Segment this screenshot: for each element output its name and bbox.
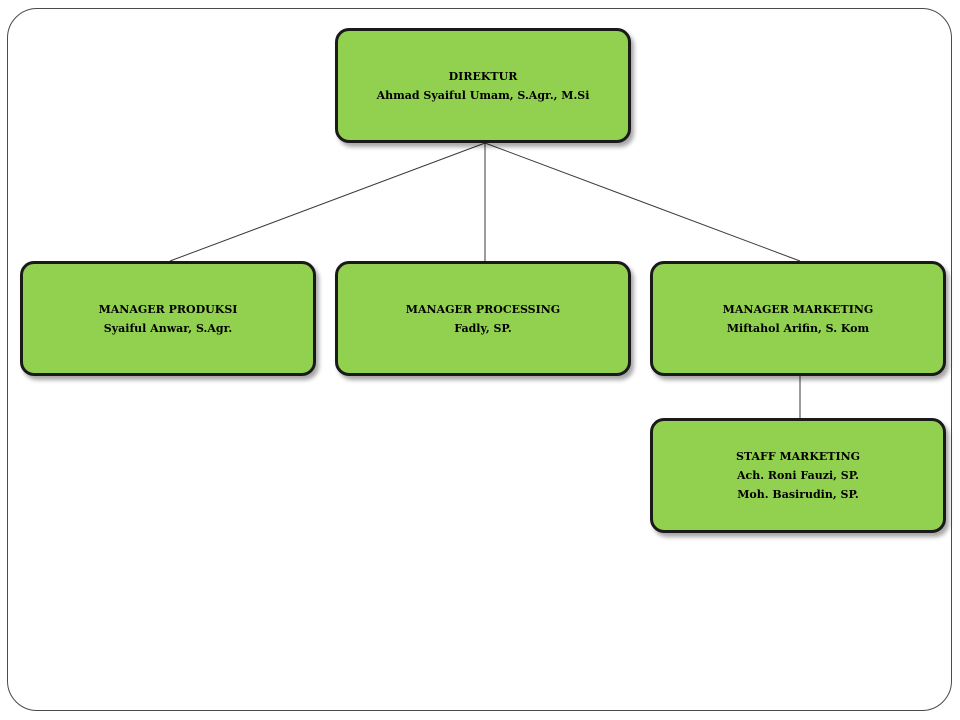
- node-title: MANAGER PRODUKSI: [98, 302, 238, 316]
- node-person-name: Ahmad Syaiful Umam, S.Agr., M.Si: [376, 88, 590, 102]
- node-title: MANAGER PROCESSING: [405, 302, 561, 316]
- node-staff-marketing: STAFF MARKETING Ach. Roni Fauzi, SP. Moh…: [650, 418, 946, 533]
- node-direktur: DIREKTUR Ahmad Syaiful Umam, S.Agr., M.S…: [335, 28, 631, 143]
- node-manager-produksi: MANAGER PRODUKSI Syaiful Anwar, S.Agr.: [20, 261, 316, 376]
- node-person-name: Fadly, SP.: [454, 321, 512, 335]
- slide-frame: [7, 8, 952, 711]
- node-manager-processing: MANAGER PROCESSING Fadly, SP.: [335, 261, 631, 376]
- node-title: MANAGER MARKETING: [722, 302, 874, 316]
- node-title: DIREKTUR: [448, 69, 518, 83]
- node-manager-marketing: MANAGER MARKETING Miftahol Arifin, S. Ko…: [650, 261, 946, 376]
- node-person-name: Syaiful Anwar, S.Agr.: [103, 321, 233, 335]
- node-person-name: Miftahol Arifin, S. Kom: [726, 321, 870, 335]
- node-title: STAFF MARKETING: [735, 450, 861, 463]
- connector-direktur-marketing: [484, 142, 801, 262]
- node-person-name: Ach. Roni Fauzi, SP.: [736, 469, 859, 482]
- connector-direktur-produksi: [169, 142, 486, 262]
- node-person-name: Moh. Basirudin, SP.: [737, 488, 859, 501]
